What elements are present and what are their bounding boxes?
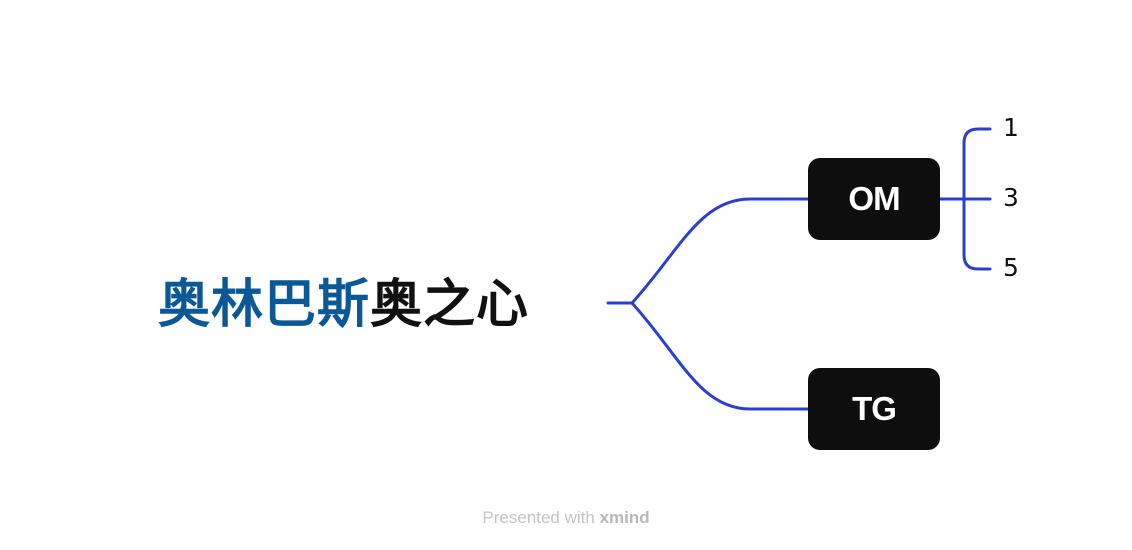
connector-central-to-om: [630, 197, 810, 305]
subtopic-1[interactable]: 1: [1003, 113, 1019, 142]
connector-central-to-tg: [630, 301, 810, 411]
topic-tg-label: TG: [852, 390, 897, 427]
central-topic[interactable]: 奥林巴斯奥之心: [158, 270, 529, 340]
xmind-brand: xmind: [599, 508, 650, 527]
footer-prefix: Presented with: [482, 508, 595, 527]
subtopic-3[interactable]: 3: [1003, 183, 1019, 212]
subtopic-5[interactable]: 5: [1003, 253, 1019, 282]
central-topic-secondary-text: 奥之心: [370, 275, 530, 335]
topic-om-label: OM: [848, 180, 900, 217]
topic-tg[interactable]: TG: [808, 368, 940, 450]
topic-om[interactable]: OM: [808, 158, 940, 240]
central-topic-primary-text: 奥林巴斯: [158, 275, 371, 335]
presented-with-footer: Presented with xmind: [0, 508, 1132, 528]
